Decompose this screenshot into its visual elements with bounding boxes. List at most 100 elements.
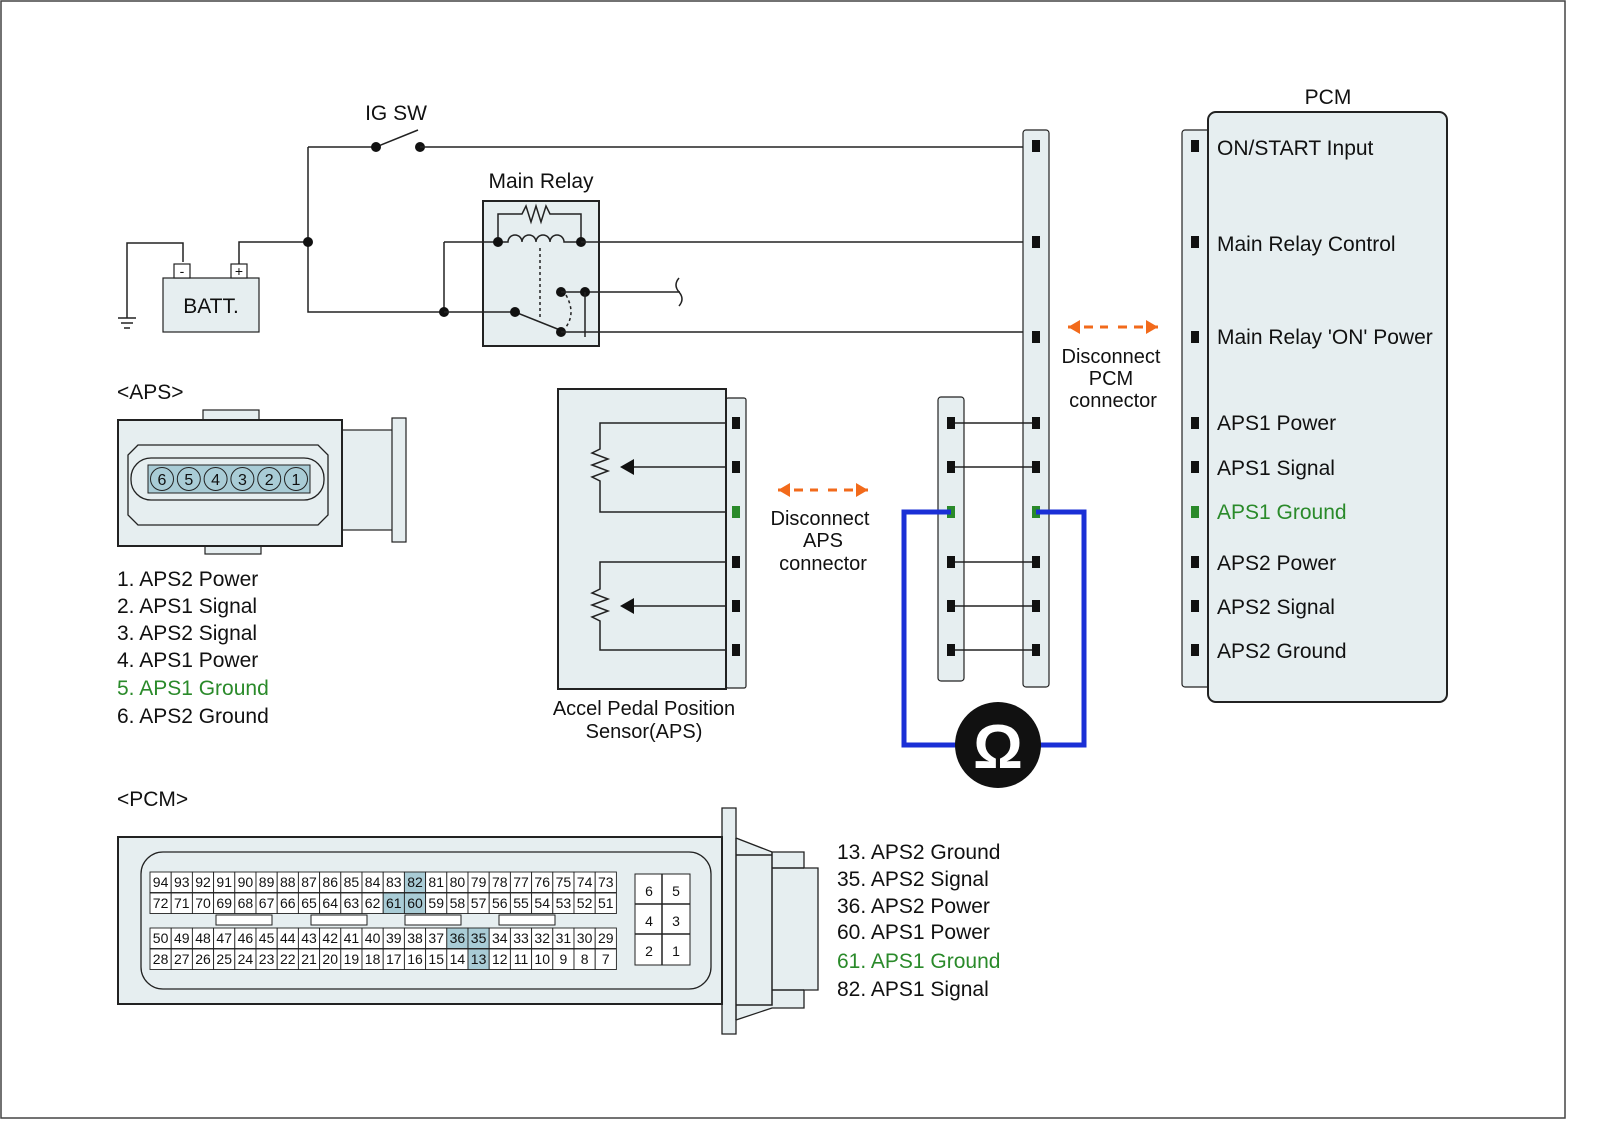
- pcm-pin: 51: [594, 892, 617, 914]
- aps-list-item: 2. APS1 Signal: [117, 595, 257, 618]
- svg-text:50: 50: [153, 930, 169, 946]
- svg-text:94: 94: [153, 874, 169, 890]
- pcm-pin: 74: [573, 871, 596, 893]
- pcm-pin: 62: [361, 892, 384, 914]
- pcm-pin: 45: [255, 927, 278, 949]
- svg-text:17: 17: [386, 951, 402, 967]
- svg-text:Sensor(APS): Sensor(APS): [586, 721, 703, 743]
- svg-text:58: 58: [450, 895, 466, 911]
- svg-text:59: 59: [428, 895, 444, 911]
- disconnect-aps: Disconnect APS connector: [771, 483, 870, 575]
- pcm-pins: ON/START Input Main Relay Control Main R…: [1191, 137, 1433, 663]
- aps-pin: 1: [284, 467, 308, 491]
- svg-text:16: 16: [407, 951, 423, 967]
- svg-text:37: 37: [428, 930, 444, 946]
- aps-list-item: 4. APS1 Power: [117, 649, 258, 672]
- pcm-small-pin: 1: [672, 943, 680, 959]
- pcm-pin: 19: [340, 948, 363, 970]
- svg-text:81: 81: [428, 874, 444, 890]
- svg-text:19: 19: [344, 951, 360, 967]
- aps-pin-list: 1. APS2 Power 2. APS1 Signal 3. APS2 Sig…: [117, 568, 269, 728]
- pcm-connector-face: [117, 807, 819, 1035]
- svg-text:76: 76: [534, 874, 550, 890]
- pcm-pin-aps1-ground: APS1 Ground: [1217, 501, 1347, 524]
- pcm-pin: 20: [319, 948, 342, 970]
- pcm-pin-relay-control: Main Relay Control: [1217, 233, 1396, 256]
- svg-text:14: 14: [450, 951, 466, 967]
- svg-text:61: 61: [386, 895, 402, 911]
- aps-header: <APS>: [117, 381, 184, 404]
- svg-text:70: 70: [195, 895, 211, 911]
- pcm-pin: 17: [382, 948, 405, 970]
- ohmmeter: Ω: [901, 509, 1087, 788]
- svg-text:57: 57: [471, 895, 487, 911]
- pcm-pin: 91: [213, 871, 236, 893]
- pcm-pin-list: 13. APS2 Ground 35. APS2 Signal 36. APS2…: [837, 841, 1000, 1001]
- svg-text:67: 67: [259, 895, 275, 911]
- aps-harness-connector: [937, 396, 965, 682]
- pcm-pin: 22: [276, 948, 299, 970]
- pcm-pin: 23: [255, 948, 278, 970]
- pcm-pin: 84: [361, 871, 384, 893]
- aps-pin: 5: [176, 467, 201, 491]
- svg-text:6: 6: [158, 472, 167, 489]
- pcm-pin: 85: [340, 871, 363, 893]
- pcm-pin: 79: [467, 871, 490, 893]
- pcm-list-item: 13. APS2 Ground: [837, 841, 1000, 864]
- svg-text:34: 34: [492, 930, 508, 946]
- svg-text:6: 6: [645, 883, 653, 899]
- svg-text:79: 79: [471, 874, 487, 890]
- pcm-pin: 93: [170, 871, 193, 893]
- pcm-pin: 40: [361, 927, 384, 949]
- pcm-pin: 75: [552, 871, 575, 893]
- svg-text:42: 42: [322, 930, 338, 946]
- pcm-pin: 83: [382, 871, 405, 893]
- ohm-icon: Ω: [973, 713, 1023, 782]
- pcm-harness-connector: [1022, 129, 1050, 688]
- svg-text:20: 20: [322, 951, 338, 967]
- pcm-pin: 94: [149, 871, 172, 893]
- svg-text:7: 7: [602, 951, 610, 967]
- pcm-pin: 29: [594, 927, 617, 949]
- pcm-pin: 36: [446, 927, 469, 949]
- pcm-pin: 8: [573, 948, 596, 970]
- svg-text:62: 62: [365, 895, 381, 911]
- svg-text:86: 86: [322, 874, 338, 890]
- pcm-list-item: 82. APS1 Signal: [837, 978, 989, 1001]
- svg-text:24: 24: [238, 951, 254, 967]
- svg-text:3: 3: [672, 913, 680, 929]
- pcm-pin: 46: [234, 927, 257, 949]
- pcm-pin: 13: [467, 948, 490, 970]
- pcm-pin: 50: [149, 927, 172, 949]
- pcm-pin: 90: [234, 871, 257, 893]
- svg-text:36: 36: [450, 930, 466, 946]
- svg-text:45: 45: [259, 930, 275, 946]
- pcm-pin: 69: [213, 892, 236, 914]
- pcm-pin: 52: [573, 892, 596, 914]
- battery-label: BATT.: [183, 295, 239, 318]
- pcm-pin: 21: [297, 948, 321, 970]
- pcm-small-pin: 3: [672, 913, 680, 929]
- svg-text:9: 9: [560, 951, 568, 967]
- svg-text:56: 56: [492, 895, 508, 911]
- pcm-pin: 56: [488, 892, 511, 914]
- svg-text:90: 90: [238, 874, 254, 890]
- pcm-pin: 35: [467, 927, 490, 949]
- pcm-pin-aps2-ground: APS2 Ground: [1217, 640, 1347, 663]
- svg-text:78: 78: [492, 874, 508, 890]
- svg-text:51: 51: [598, 895, 614, 911]
- battery-plus: +: [235, 263, 243, 279]
- pcm-small-pin: 6: [645, 883, 653, 899]
- svg-text:77: 77: [513, 874, 529, 890]
- sensor-label: Accel Pedal Position: [553, 698, 735, 720]
- pcm-pin-relay-on-power: Main Relay 'ON' Power: [1217, 326, 1433, 349]
- svg-text:2: 2: [645, 943, 653, 959]
- pcm-pin: 48: [191, 927, 215, 949]
- svg-text:15: 15: [428, 951, 444, 967]
- pcm-pin: 78: [488, 871, 511, 893]
- pcm-pin: 73: [594, 871, 617, 893]
- aps-pin: 3: [230, 467, 255, 491]
- pcm-pin: 37: [425, 927, 448, 949]
